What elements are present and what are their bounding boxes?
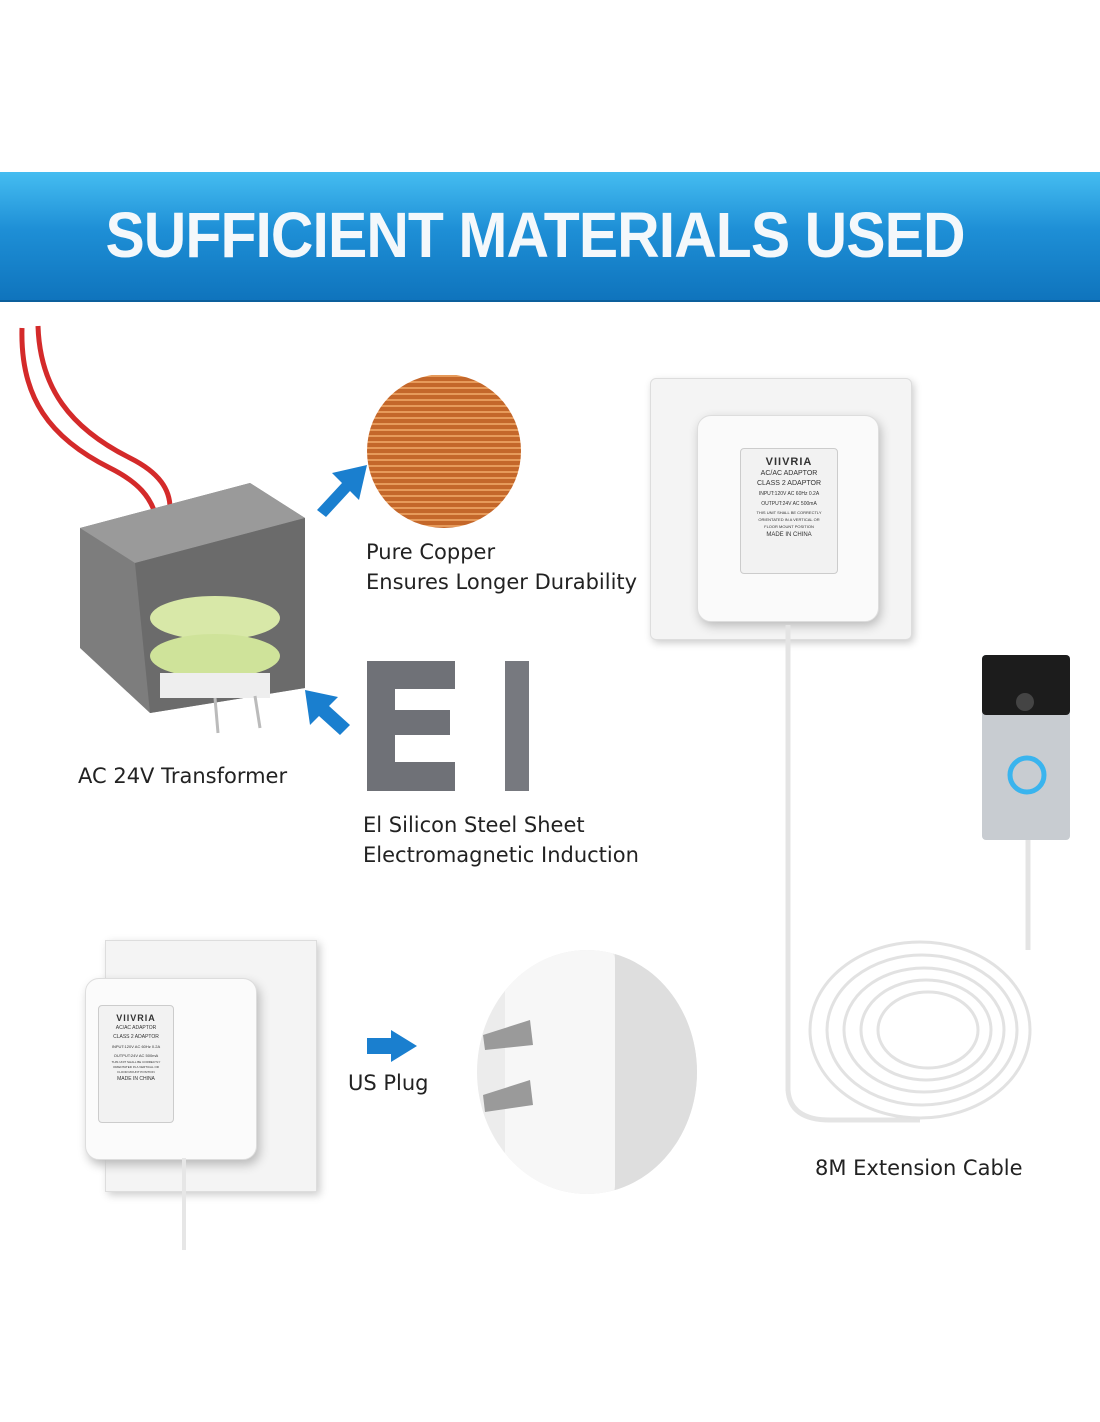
us-plug-image [477, 950, 697, 1194]
copper-caption: Pure Copper Ensures Longer Durability [366, 537, 637, 597]
adapter-note2: ORIENTATED IN A VERTICAL OR [758, 517, 820, 522]
cable-caption: 8M Extension Cable [815, 1156, 1023, 1180]
adapter-note1: THIS UNIT SHALL BE CORRECTLY [111, 1060, 161, 1064]
adapter-note3: FLOOR MOUNT POSITION [117, 1070, 155, 1074]
adapter-brand: VIIVRIA [116, 1013, 156, 1023]
ei-steel-sheet-image [305, 661, 529, 791]
arrow-icon [317, 465, 367, 517]
copper-coil-image [317, 375, 521, 528]
adapter-line2: CLASS 2 ADAPTOR [756, 480, 822, 487]
arrow-icon [305, 690, 350, 735]
adapter-note3: FLOOR MOUNT POSITION [764, 524, 814, 529]
copper-caption-line2: Ensures Longer Durability [366, 570, 638, 594]
adapter-note1: THIS UNIT SHALL BE CORRECTLY [756, 510, 822, 515]
extension-cable-image [785, 625, 1070, 1123]
adapter-output: OUTPUT:24V AC 500mA [761, 501, 817, 507]
steel-caption-line1: El Silicon Steel Sheet [363, 813, 585, 837]
title-banner [0, 172, 1100, 302]
adapter-line2: CLASS 2 ADAPTOR [113, 1034, 159, 1040]
adapter-origin: MADE IN CHINA [117, 1076, 155, 1082]
arrow-right-icon [367, 1030, 417, 1062]
adapter-origin: MADE IN CHINA [766, 532, 812, 538]
adapter-label: VIIVRIA AC/AC ADAPTOR CLASS 2 ADAPTOR IN… [740, 448, 838, 574]
copper-caption-line1: Pure Copper [366, 540, 496, 564]
adapter-brand: VIIVRIA [765, 456, 813, 468]
plug-caption: US Plug [348, 1071, 429, 1095]
adapter-input: INPUT:120V AC 60Hz 0.2A [111, 1044, 161, 1049]
adapter-note2: ORIENTATED IN A VERTICAL OR [113, 1065, 159, 1069]
adapter-label-bottom: VIIVRIA AC/AC ADAPTOR CLASS 2 ADAPTOR IN… [98, 1005, 174, 1123]
steel-caption: El Silicon Steel Sheet Electromagnetic I… [363, 810, 639, 870]
adapter-input: INPUT:120V AC 60Hz 0.2A [758, 491, 820, 497]
steel-caption-line2: Electromagnetic Induction [363, 843, 639, 867]
adapter-output: OUTPUT:24V AC 500mA [113, 1053, 159, 1058]
transformer-image [19, 325, 305, 734]
power-cord [182, 1158, 186, 1250]
transformer-caption: AC 24V Transformer [78, 764, 288, 788]
banner-title: SUFFICIENT MATERIALS USED [105, 199, 965, 271]
adapter-line1: AC/AC ADAPTOR [760, 470, 818, 477]
adapter-line1: AC/AC ADAPTOR [115, 1025, 157, 1031]
